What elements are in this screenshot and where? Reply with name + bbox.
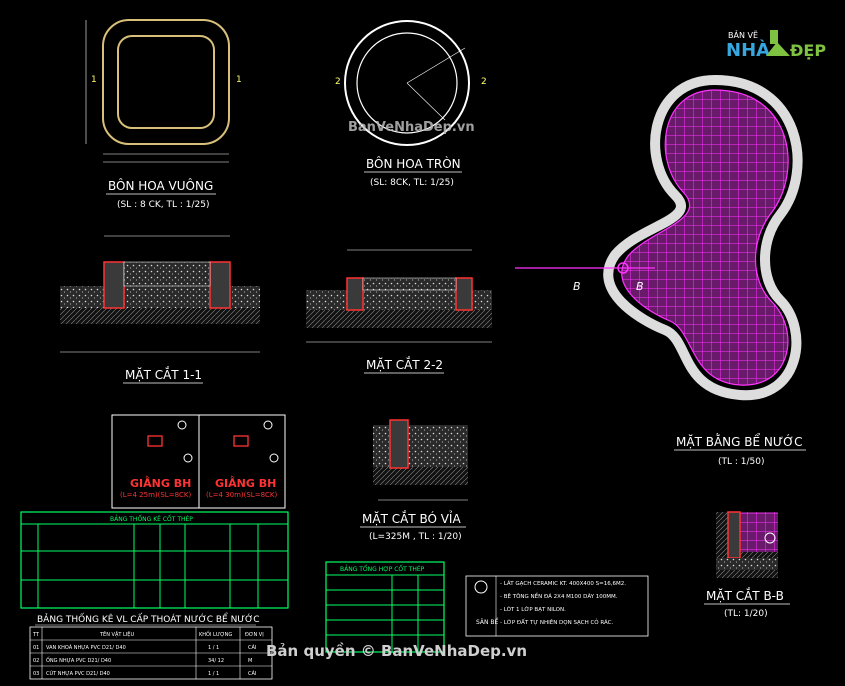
mat-cat-b-b: MẶT CẮT B-B (TL: 1/20) bbox=[704, 511, 790, 619]
material-table: BẢNG THỐNG KÊ VL CẤP THOÁT NƯỚC BỂ NƯỚC … bbox=[29, 612, 273, 680]
mt-r3-qty: 1 / 1 bbox=[208, 671, 219, 677]
title-material-table: BẢNG THỐNG KÊ VL CẤP THOÁT NƯỚC BỂ NƯỚC bbox=[37, 612, 260, 625]
title-mat-cat-1-1: MẶT CẮT 1-1 bbox=[125, 366, 202, 382]
bon-hoa-tron-plan: 2 2 BanVeNhaDep.vn BÔN HOA TRÒN (SL: 8CK… bbox=[335, 20, 487, 188]
logo-top-text: BẢN VẼ bbox=[728, 29, 758, 40]
mt-r2-unit: M bbox=[248, 658, 252, 664]
title-mat-cat-bo-via: MẶT CẮT BÓ VỈA bbox=[362, 510, 461, 526]
mt-r1-name: VAN KHOÁ NHỰA PVC D21/ D40 bbox=[46, 644, 126, 651]
legend-label: SÂN BỂ bbox=[476, 618, 499, 626]
mat-cat-bo-via: MẶT CẮT BÓ VỈA (L=325M , TL : 1/20) bbox=[360, 419, 468, 542]
mt-r2-qty: 34/ 12 bbox=[208, 658, 224, 664]
section-mark-1-left: 1 bbox=[91, 75, 97, 85]
logo: BẢN VẼ NHÀ ĐẸP bbox=[726, 29, 826, 61]
bon-hoa-vuong-plan: 1 1 BÔN HOA VUÔNG (SL : 8 CK, TL : 1/25) bbox=[85, 19, 242, 210]
beam-sections: GIẰNG BH (L=4 25m)(SL=8CK) GIẰNG BH (L=4… bbox=[111, 414, 286, 509]
mt-r3-tt: 03 bbox=[33, 671, 39, 677]
mt-header-unit: ĐƠN VỊ bbox=[245, 632, 264, 638]
rebar-summary-title: BẢNG TỔNG HỢP CỐT THÉP bbox=[340, 565, 425, 573]
subtitle-mat-bang-be-nuoc: (TL : 1/50) bbox=[718, 457, 765, 467]
rebar-table-title: BẢNG THỐNG KÊ CỐT THÉP bbox=[110, 515, 193, 523]
subtitle-bon-hoa-vuong: (SL : 8 CK, TL : 1/25) bbox=[117, 200, 209, 210]
title-bon-hoa-tron: BÔN HOA TRÒN bbox=[366, 156, 461, 171]
subtitle-bon-hoa-tron: (SL: 8CK, TL: 1/25) bbox=[370, 178, 454, 188]
rebar-table: BẢNG THỐNG KÊ CỐT THÉP bbox=[20, 511, 289, 609]
logo-right-text: ĐẸP bbox=[790, 41, 826, 60]
mt-header-name: TÊN VẬT LIỆU bbox=[99, 630, 134, 638]
section-mark-1-right: 1 bbox=[236, 75, 242, 85]
rebar-summary-table: BẢNG TỔNG HỢP CỐT THÉP bbox=[325, 561, 445, 653]
legend-item-1: - LÁT GẠCH CERAMIC KT. 400X400 S=16,6M2. bbox=[500, 580, 626, 587]
section-mark-b-right: B bbox=[636, 280, 644, 293]
subtitle-mat-cat-bo-via: (L=325M , TL : 1/20) bbox=[369, 532, 462, 542]
legend-item-2: - BÊ TÔNG NỀN ĐÁ 2X4 M100 DÀY 100MM. bbox=[500, 592, 618, 600]
section-mark-2-left: 2 bbox=[335, 77, 341, 87]
mat-cat-2-2: MẶT CẮT 2-2 bbox=[306, 249, 492, 374]
title-mat-cat-2-2: MẶT CẮT 2-2 bbox=[366, 356, 443, 372]
mt-r2-tt: 02 bbox=[33, 658, 39, 664]
mt-r3-name: CÚT NHỰA PVC D21/ D40 bbox=[46, 670, 110, 677]
beam-label-1: GIẰNG BH bbox=[130, 475, 191, 490]
title-mat-cat-b-b: MẶT CẮT B-B bbox=[706, 587, 784, 603]
beam-sub-2: (L=4 30m)(SL=8CK) bbox=[206, 491, 278, 499]
mt-r3-unit: CÁI bbox=[248, 670, 256, 677]
mt-header-qty: KHỐI LƯỢNG bbox=[199, 630, 232, 638]
beam-sub-1: (L=4 25m)(SL=8CK) bbox=[120, 491, 192, 499]
subtitle-mat-cat-b-b: (TL: 1/20) bbox=[724, 609, 768, 619]
house-icon bbox=[766, 42, 790, 56]
section-mark-2-right: 2 bbox=[481, 77, 487, 87]
mt-r1-tt: 01 bbox=[33, 645, 39, 651]
watermark-bottom: Bản quyền © BanVeNhaDep.vn bbox=[266, 641, 527, 660]
mt-r1-unit: CÁI bbox=[248, 644, 256, 651]
mt-r2-name: ỐNG NHỰA PVC D21/ D40 bbox=[46, 656, 111, 664]
logo-left-text: NHÀ bbox=[726, 39, 770, 61]
mat-cat-1-1: MẶT CẮT 1-1 bbox=[60, 235, 260, 384]
mt-header-tt: TT bbox=[32, 632, 40, 638]
beam-label-2: GIẰNG BH bbox=[215, 475, 276, 490]
legend-box: SÂN BỂ - LÁT GẠCH CERAMIC KT. 400X400 S=… bbox=[465, 575, 649, 637]
legend-item-4: - LỚP ĐẤT TỰ NHIÊN DỌN SẠCH CỎ RÁC. bbox=[500, 618, 613, 626]
mat-bang-be-nuoc: B B MẶT BẰNG BỂ NƯỚC (TL : 1/50) bbox=[515, 74, 806, 467]
house-chimney-icon bbox=[770, 30, 778, 44]
title-mat-bang-be-nuoc: MẶT BẰNG BỂ NƯỚC bbox=[676, 433, 802, 449]
title-bon-hoa-vuong: BÔN HOA VUÔNG bbox=[108, 178, 213, 193]
watermark-mid: BanVeNhaDep.vn bbox=[348, 120, 475, 135]
section-mark-b-left: B bbox=[573, 280, 581, 293]
mt-r1-qty: 1 / 1 bbox=[208, 645, 219, 651]
legend-item-3: - LÓT 1 LỚP BẠT NILON. bbox=[500, 606, 566, 613]
